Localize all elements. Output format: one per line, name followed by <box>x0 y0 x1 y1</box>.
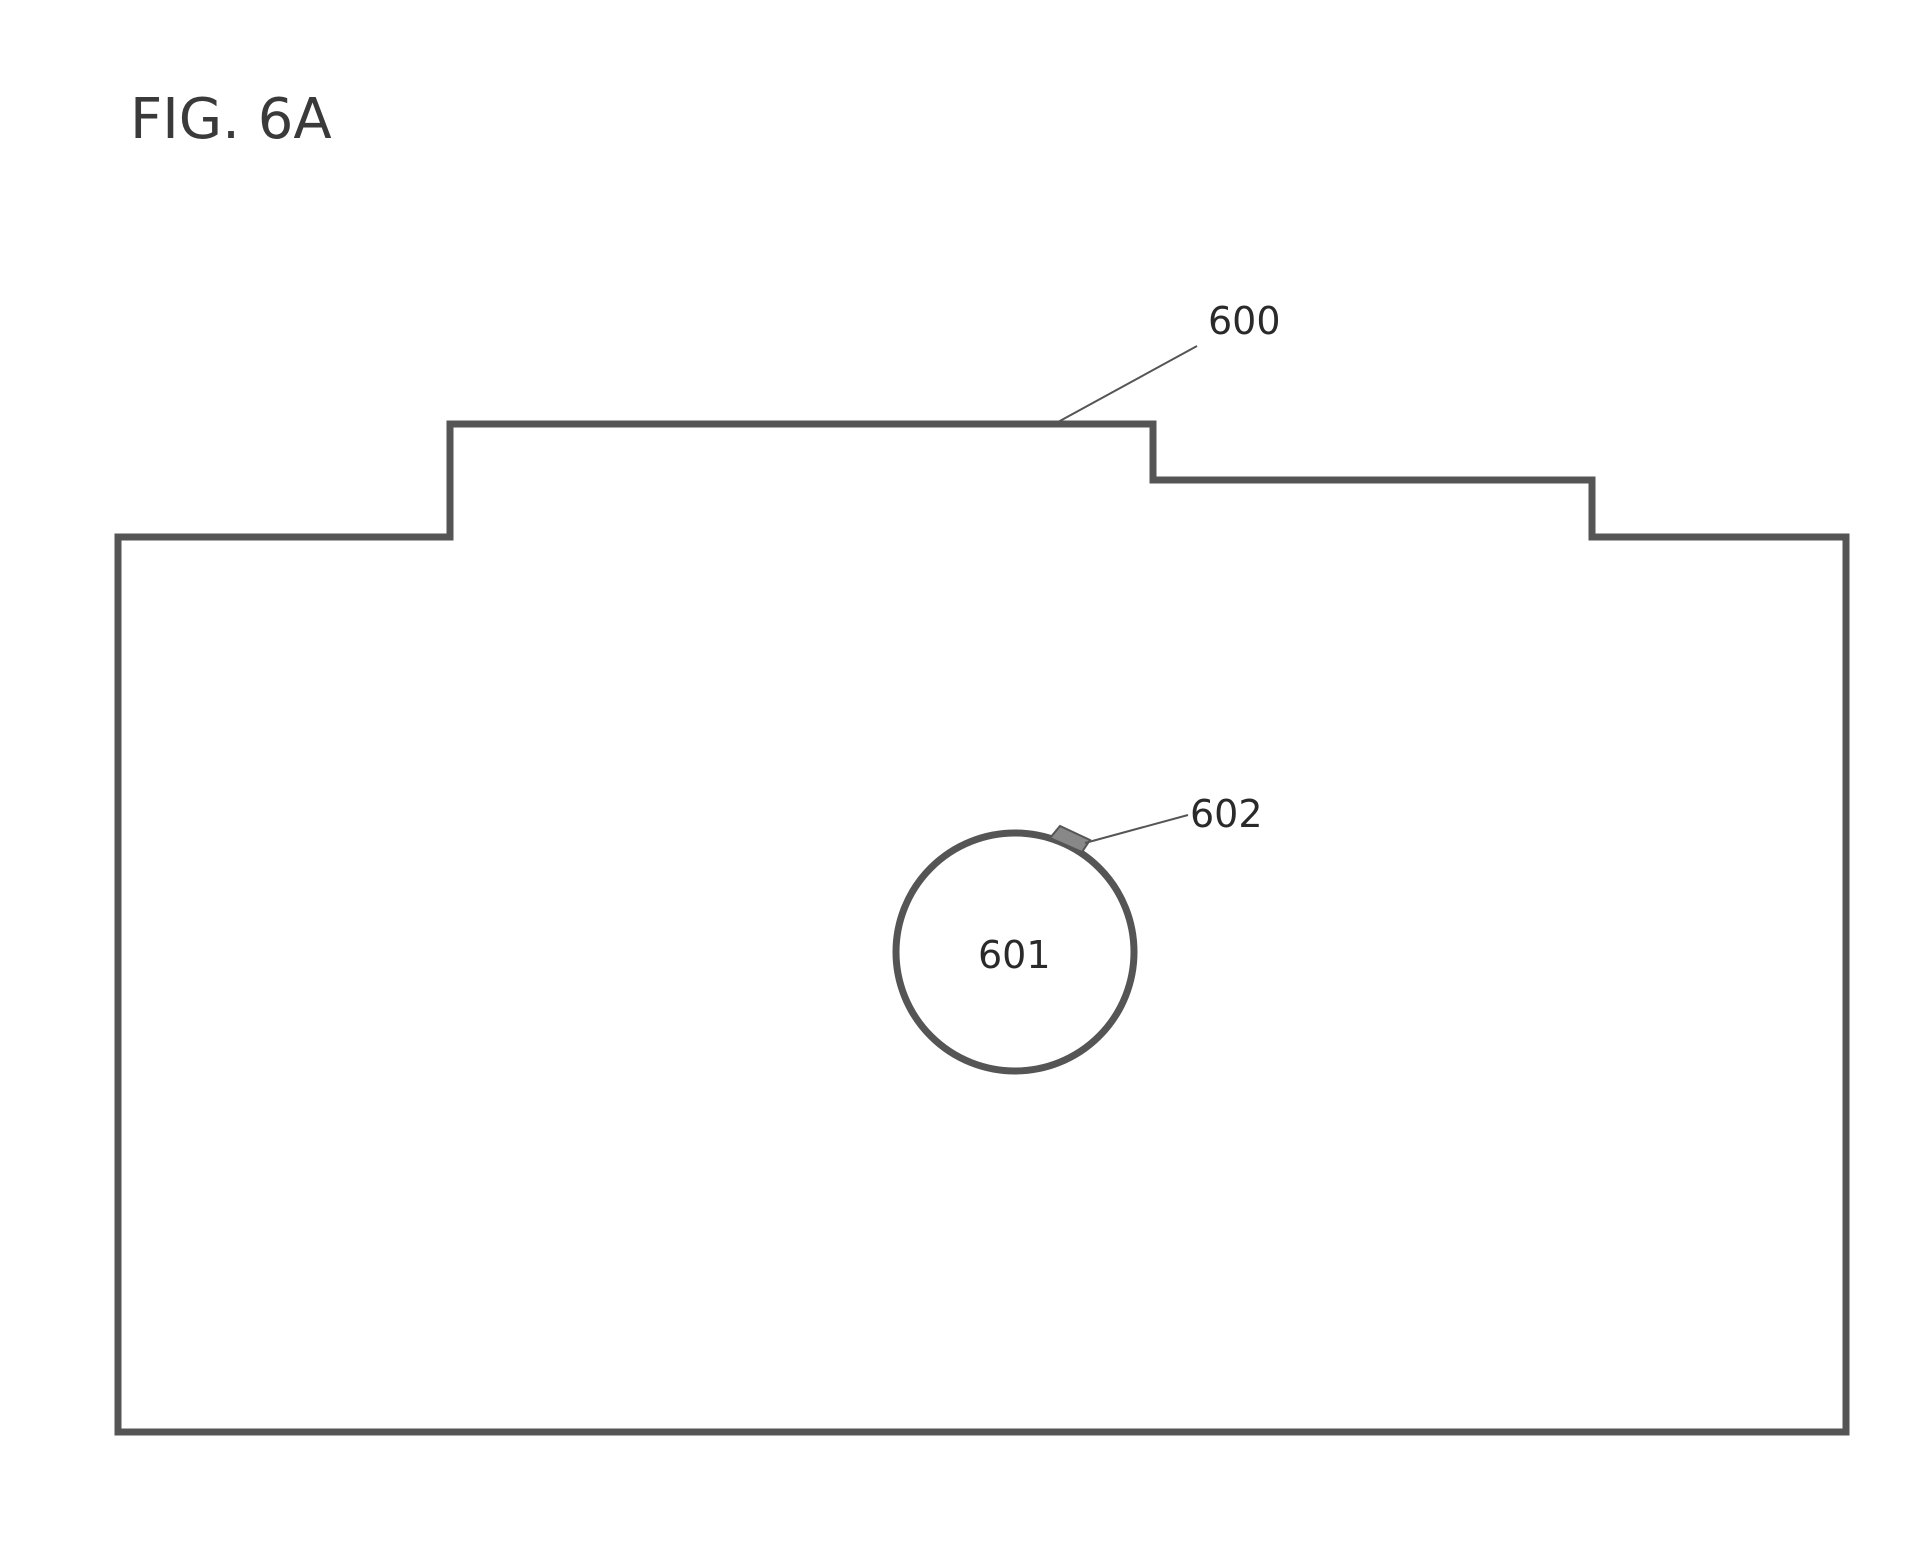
marker-tab <box>1048 824 1092 854</box>
lens-circle <box>892 829 1138 1075</box>
housing-leader-line <box>1057 345 1198 423</box>
figure-title: FIG. 6A <box>130 87 332 152</box>
marker-leader-line <box>1084 814 1189 844</box>
housing-label: 600 <box>1208 299 1281 343</box>
marker-label: 602 <box>1190 792 1263 836</box>
lens-label: 601 <box>978 933 1051 977</box>
housing-outline <box>114 420 1850 1436</box>
